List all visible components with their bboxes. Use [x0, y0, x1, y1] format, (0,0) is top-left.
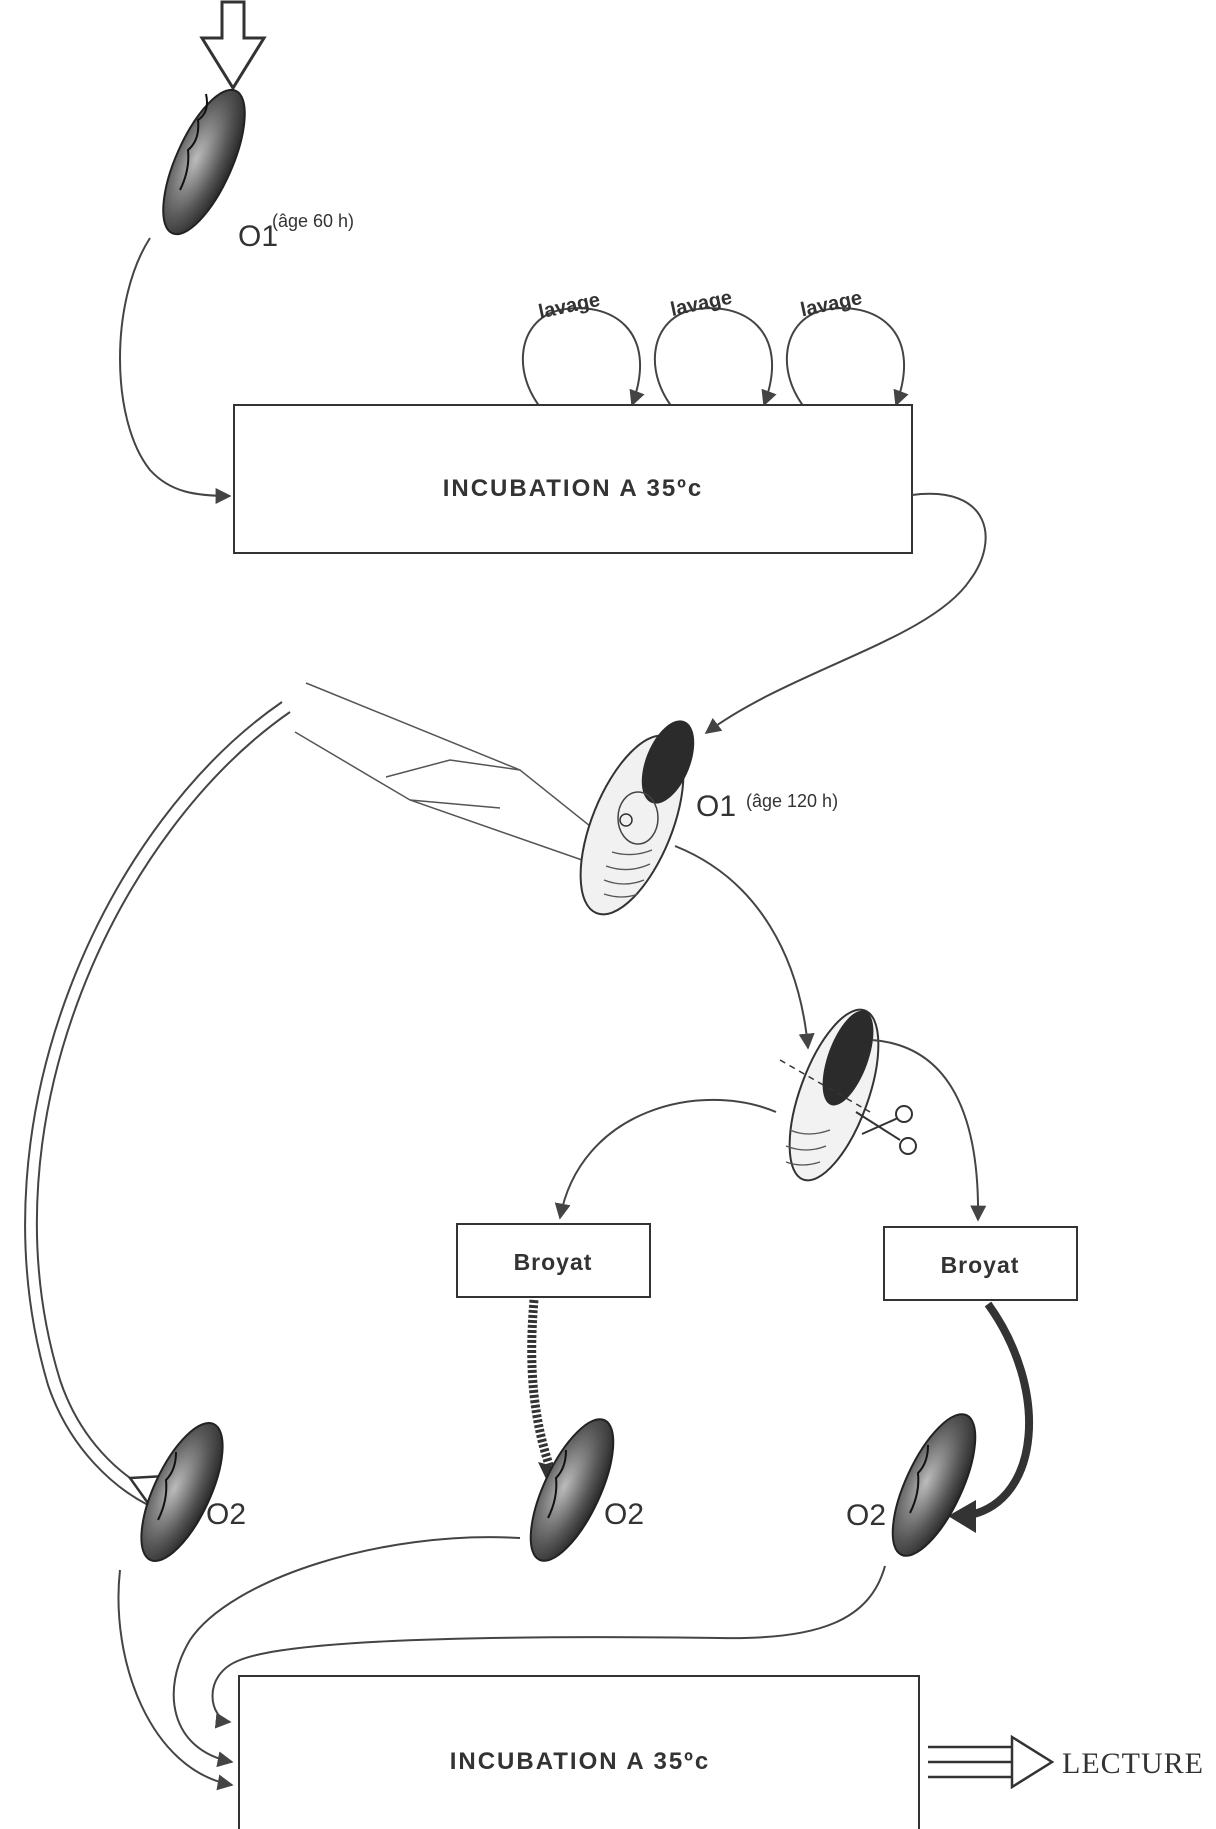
arrow-o2-right-to-incubation	[211, 1565, 886, 1729]
incubation-box-bottom: INCUBATION A 35ºc	[238, 1675, 920, 1829]
egg-o2-right	[891, 1413, 977, 1557]
egg-o2-right-label: O2	[846, 1499, 886, 1532]
egg-o1-120h	[579, 720, 695, 916]
egg-o2-middle-label: O2	[604, 1498, 644, 1531]
broyat-left-label: Broyat	[514, 1249, 593, 1275]
wash-loops	[521, 307, 909, 419]
egg-o2-middle	[529, 1418, 615, 1562]
incubation-top-label: INCUBATION A 35ºc	[443, 475, 704, 502]
egg-o2-left-label: O2	[206, 1498, 246, 1531]
broyat-box-left: Broyat	[456, 1223, 651, 1298]
dissected-egg	[779, 1008, 880, 1182]
arrow-to-broyat-right	[871, 1039, 987, 1222]
egg-o1-60h	[162, 88, 246, 236]
arrow-broyat-right-to-o2	[948, 1301, 1033, 1533]
arrow-o2-left-to-incubation	[117, 1569, 234, 1791]
egg-o1-120-age: (âge 120 h)	[746, 791, 838, 811]
broyat-box-right: Broyat	[883, 1226, 1078, 1301]
wash-label-3: lavage	[799, 287, 864, 321]
egg-o2-left	[140, 1422, 224, 1562]
egg-o1-120-label: O1	[696, 790, 736, 823]
arrow-egg-to-incubation	[119, 237, 232, 504]
egg-o1-age: (âge 60 h)	[272, 211, 354, 231]
wash-label-1: lavage	[537, 289, 602, 323]
incubation-bottom-label: INCUBATION A 35ºc	[450, 1748, 711, 1775]
broyat-right-label: Broyat	[941, 1252, 1020, 1278]
result-label: LECTURE	[1062, 1747, 1204, 1780]
result-arrow	[928, 1734, 1055, 1790]
input-arrow	[199, 0, 267, 91]
arrow-egg-to-dissection	[674, 845, 815, 1050]
scissors-icon	[855, 1105, 917, 1155]
arrow-incubation-to-egg	[704, 492, 987, 734]
arrow-o2-middle-to-incubation	[172, 1536, 521, 1768]
wash-label-2: lavage	[669, 287, 734, 321]
arrow-to-broyat-left	[554, 1099, 777, 1220]
direct-transfer-path	[24, 701, 291, 1506]
incubation-box-top: INCUBATION A 35ºc	[233, 404, 913, 554]
egg-o1-label: O1	[238, 220, 278, 253]
